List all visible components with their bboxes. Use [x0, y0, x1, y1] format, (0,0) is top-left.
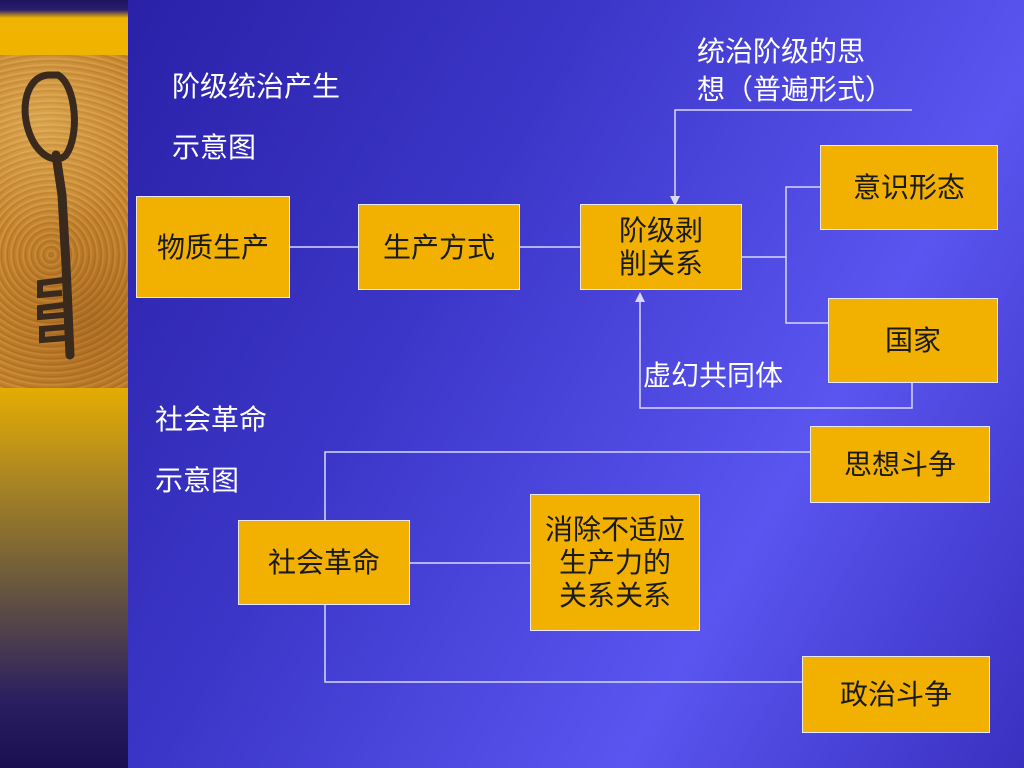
box-class-exploitation: 阶级剥 削关系 [580, 204, 742, 290]
diagram-title-top-line1: 阶级统治产生 [172, 70, 341, 103]
box-state: 国家 [828, 298, 998, 383]
diagram-title-bottom-line2: 示意图 [155, 464, 240, 497]
box-political-struggle: 政治斗争 [802, 656, 990, 733]
ruling-idea-line2: 想（普遍形式） [697, 73, 894, 106]
box-ideological-struggle: 思想斗争 [810, 426, 990, 503]
key-icon [21, 71, 78, 360]
illusory-community-label: 虚幻共同体 [643, 359, 784, 392]
slide-area [128, 0, 1024, 768]
box-eliminate-relations: 消除不适应 生产力的 关系关系 [530, 494, 700, 631]
box-class-exploitation-line1: 阶级剥 [618, 214, 703, 247]
ruling-idea-line1: 统治阶级的思 [697, 35, 866, 68]
box-material-production: 物质生产 [136, 196, 290, 298]
box-eliminate-line3: 关系关系 [558, 579, 671, 612]
box-class-exploitation-line2: 削关系 [618, 247, 703, 280]
box-eliminate-line1: 消除不适应 [544, 513, 685, 546]
box-eliminate-line2: 生产力的 [558, 546, 671, 579]
left-sidebar [0, 0, 128, 768]
box-ideology: 意识形态 [820, 145, 998, 230]
diagram-title-bottom-line1: 社会革命 [155, 403, 268, 436]
key-photo [0, 55, 128, 388]
box-mode-of-production: 生产方式 [358, 204, 520, 290]
box-social-revolution: 社会革命 [238, 520, 410, 605]
diagram-title-top-line2: 示意图 [172, 131, 257, 164]
